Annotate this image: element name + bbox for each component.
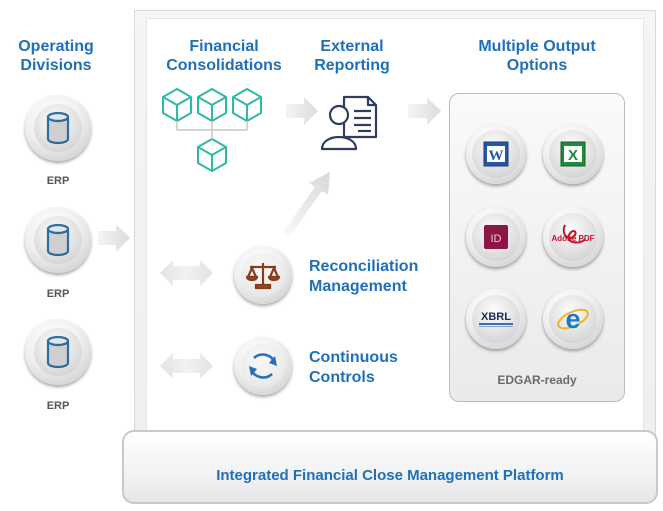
erp-label-3: ERP (46, 400, 70, 412)
cube-3 (232, 88, 262, 122)
erp-database-2 (25, 207, 91, 273)
continuous-controls-badge (234, 337, 292, 395)
xbrl-icon: XBRL (479, 311, 513, 327)
erp-database-3 (25, 319, 91, 385)
output-adobe-pdf: Adobe PDF (543, 207, 603, 267)
output-indesign: ID (466, 207, 526, 267)
reconciliation-label: Reconciliation Management (309, 258, 419, 295)
arrow-erp-to-platform (98, 224, 130, 252)
indesign-icon: ID (484, 225, 508, 249)
arrow-reconciliation-to-reporting (283, 172, 330, 236)
svg-text:e: e (565, 304, 580, 334)
erp-database-1 (25, 95, 91, 161)
excel-icon: X (560, 141, 586, 167)
heading-external-reporting: External Reporting (314, 38, 390, 74)
svg-text:XBRL: XBRL (481, 311, 511, 323)
svg-text:W: W (489, 148, 504, 164)
erp-label-1: ERP (46, 175, 70, 187)
platform-label: Integrated Financial Close Management Pl… (216, 467, 564, 484)
heading-financial-consolidations: Financial Consolidations (166, 38, 282, 74)
refresh-cycle-icon (249, 353, 277, 379)
svg-text:ID: ID (491, 233, 502, 245)
arrow-consolidation-to-reporting (286, 97, 318, 125)
arrow-reporting-to-outputs (408, 97, 441, 125)
heading-multiple-output-options: Multiple Output Options (478, 38, 596, 74)
output-excel: X (543, 124, 603, 184)
double-arrow-reconciliation (160, 260, 213, 286)
double-arrow-controls (160, 353, 213, 379)
platform-base (122, 430, 658, 504)
output-internet-explorer: e (543, 289, 603, 349)
edgar-ready-label: EDGAR-ready (497, 373, 577, 387)
output-xbrl: XBRL (466, 289, 526, 349)
reconciliation-badge (234, 246, 292, 304)
internet-explorer-icon: e (557, 304, 589, 334)
database-icon (46, 111, 70, 145)
output-word: W (466, 124, 526, 184)
scales-icon (246, 263, 280, 290)
database-icon (46, 223, 70, 257)
word-icon: W (483, 141, 509, 167)
svg-text:X: X (568, 147, 578, 164)
heading-operating-divisions: Operating Divisions (18, 38, 94, 74)
erp-label-2: ERP (46, 288, 70, 300)
svg-text:Adobe PDF: Adobe PDF (551, 234, 594, 243)
adobe-pdf-icon: Adobe PDF (551, 224, 595, 244)
consolidation-cubes-icon (162, 88, 262, 172)
cube-2 (197, 88, 227, 122)
continuous-controls-label: Continuous Controls (309, 349, 398, 386)
cube-4 (197, 138, 227, 172)
database-icon (46, 335, 70, 369)
external-reporting-icon (320, 95, 378, 151)
cube-1 (162, 88, 192, 122)
